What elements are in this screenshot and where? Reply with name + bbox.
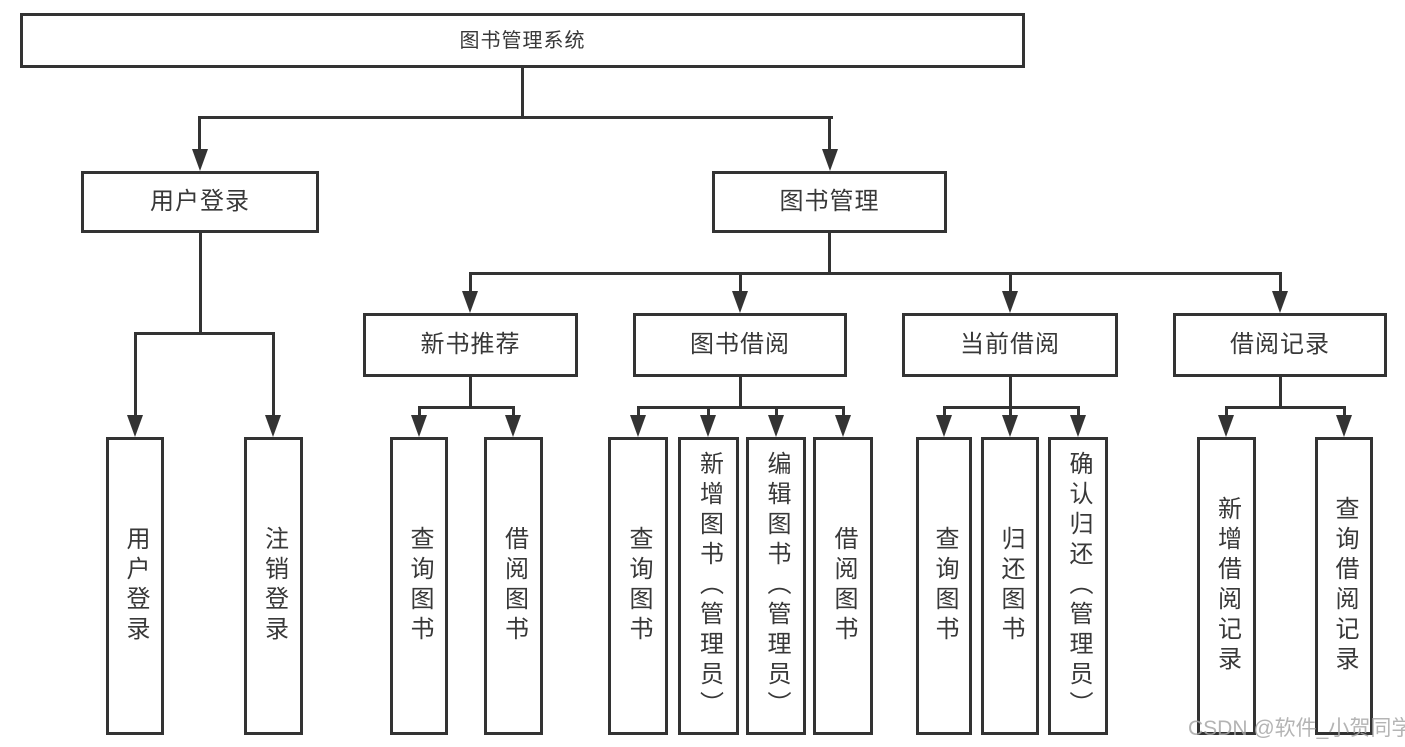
- connector-line: [469, 272, 472, 293]
- node-leaf-logout-label: 注销登录: [260, 526, 288, 646]
- arrow-down-icon: [1218, 415, 1234, 437]
- connector-line: [828, 116, 831, 151]
- arrow-down-icon: [630, 415, 646, 437]
- node-leaf-user-login: 用户登录: [106, 437, 164, 735]
- node-leaf-add-book-admin-label: 新增图书（管理员）: [695, 451, 723, 721]
- csdn-watermark: CSDN @软件_小贺同学: [1188, 717, 1405, 740]
- connector-line: [1009, 375, 1012, 408]
- arrow-down-icon: [768, 415, 784, 437]
- connector-line: [1279, 272, 1282, 293]
- connector-line: [418, 406, 515, 409]
- connector-line: [1009, 272, 1012, 293]
- node-leaf-borrow-books-label: 借阅图书: [830, 526, 857, 646]
- node-new-book-recommend-label: 新书推荐: [420, 330, 521, 358]
- node-user-login: 用户登录: [81, 171, 319, 233]
- connector-line: [199, 233, 202, 335]
- node-leaf-confirm-return-admin: 确认归还（管理员）: [1048, 437, 1108, 735]
- connector-line: [521, 68, 524, 118]
- node-book-management-label: 图书管理: [779, 187, 880, 215]
- arrow-down-icon: [127, 415, 143, 437]
- connector-line: [134, 332, 137, 417]
- arrow-down-icon: [411, 415, 427, 437]
- connector-line: [828, 233, 831, 275]
- arrow-down-icon: [1070, 415, 1086, 437]
- node-leaf-borrow-books: 借阅图书: [813, 437, 873, 735]
- node-library-system-label: 图书管理系统: [459, 29, 586, 52]
- connector-line: [943, 406, 946, 417]
- node-book-borrow: 图书借阅: [633, 313, 847, 377]
- node-borrow-records: 借阅记录: [1173, 313, 1387, 377]
- node-user-login-label: 用户登录: [150, 187, 250, 215]
- connector-line: [637, 406, 640, 417]
- node-leaf-edit-book-admin-label: 编辑图书（管理员）: [763, 451, 790, 721]
- connector-line: [775, 406, 778, 417]
- arrow-down-icon: [265, 415, 281, 437]
- connector-line: [198, 116, 833, 119]
- node-leaf-query-borrow-record-label: 查询借阅记录: [1331, 496, 1358, 676]
- connector-line: [842, 406, 845, 417]
- arrow-down-icon: [835, 415, 851, 437]
- node-borrow-records-label: 借阅记录: [1230, 330, 1330, 358]
- node-leaf-logout: 注销登录: [244, 437, 303, 735]
- node-leaf-borrow-books-recommend: 借阅图书: [484, 437, 543, 735]
- node-current-borrow-label: 当前借阅: [960, 330, 1060, 358]
- node-leaf-query-books-recommend-label: 查询图书: [406, 526, 433, 646]
- connector-line: [707, 406, 710, 417]
- arrow-down-icon: [700, 415, 716, 437]
- node-leaf-borrow-books-recommend-label: 借阅图书: [500, 526, 528, 646]
- arrow-down-icon: [462, 291, 478, 313]
- node-leaf-query-books-borrow: 查询图书: [608, 437, 668, 735]
- arrow-down-icon: [1336, 415, 1352, 437]
- connector-line: [469, 375, 472, 408]
- node-leaf-user-login-label: 用户登录: [122, 526, 149, 646]
- connector-line: [1225, 406, 1228, 417]
- connector-line: [1343, 406, 1346, 417]
- arrow-down-icon: [505, 415, 521, 437]
- connector-line: [739, 375, 742, 408]
- node-leaf-return-book-label: 归还图书: [997, 526, 1024, 646]
- connector-line: [469, 272, 1282, 275]
- node-leaf-query-books-recommend: 查询图书: [390, 437, 448, 735]
- connector-line: [739, 272, 742, 293]
- node-leaf-query-books-borrow-label: 查询图书: [625, 526, 652, 646]
- arrow-down-icon: [936, 415, 952, 437]
- node-leaf-return-book: 归还图书: [981, 437, 1039, 735]
- arrow-down-icon: [1272, 291, 1288, 313]
- node-leaf-query-borrow-record: 查询借阅记录: [1315, 437, 1373, 735]
- node-book-management: 图书管理: [712, 171, 947, 233]
- connector-line: [1009, 406, 1012, 417]
- node-leaf-confirm-return-admin-label: 确认归还（管理员）: [1065, 451, 1092, 721]
- connector-line: [637, 406, 845, 409]
- node-leaf-add-borrow-record-label: 新增借阅记录: [1213, 496, 1241, 676]
- connector-line: [1077, 406, 1080, 417]
- node-leaf-edit-book-admin: 编辑图书（管理员）: [746, 437, 806, 735]
- connector-line: [1225, 406, 1346, 409]
- node-new-book-recommend: 新书推荐: [363, 313, 578, 377]
- connector-line: [134, 332, 275, 335]
- arrow-down-icon: [732, 291, 748, 313]
- connector-line: [512, 406, 515, 417]
- arrow-down-icon: [1002, 291, 1018, 313]
- arrow-down-icon: [822, 149, 838, 171]
- node-leaf-add-book-admin: 新增图书（管理员）: [678, 437, 739, 735]
- arrow-down-icon: [1002, 415, 1018, 437]
- connector-line: [198, 116, 201, 151]
- node-leaf-add-borrow-record: 新增借阅记录: [1197, 437, 1256, 735]
- arrow-down-icon: [192, 149, 208, 171]
- node-leaf-query-books-current-label: 查询图书: [931, 526, 958, 646]
- node-book-borrow-label: 图书借阅: [690, 330, 790, 358]
- node-library-system: 图书管理系统: [20, 13, 1025, 68]
- node-current-borrow: 当前借阅: [902, 313, 1118, 377]
- connector-line: [272, 332, 275, 417]
- node-leaf-query-books-current: 查询图书: [916, 437, 972, 735]
- connector-line: [1279, 375, 1282, 408]
- connector-line: [418, 406, 421, 417]
